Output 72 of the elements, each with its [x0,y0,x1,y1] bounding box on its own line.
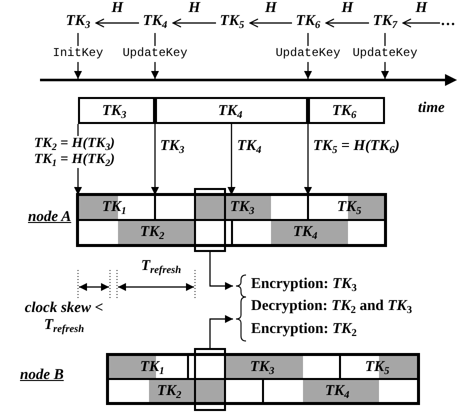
edge-label: H [112,0,124,17]
arrow [172,18,216,28]
operation-label: UpdateKey [272,46,344,62]
key-label: TK$_{7}$ [369,9,401,33]
arrow [151,62,159,79]
operation-label: InitKey [42,46,114,62]
arrow [304,124,312,195]
edge-label: H [416,0,428,17]
node-heading: node B [20,367,64,384]
key-label: TK$_{4}$ [139,9,171,33]
key-slot [340,355,418,379]
arrow [325,18,369,28]
key-label: TK$_{3}$ [230,198,254,218]
key-period-cell [78,97,155,124]
note-text: Decryption: TK$_{2}$ and TK$_{3}$ [251,298,412,315]
key-label: TK$_{3}$ [250,358,274,377]
key-label: TK$_{4}$ [325,382,350,401]
key-label: TK$_{6}$ [292,9,324,33]
connector-line [154,33,156,46]
edge-label: TK$_{5}$ = H(TK$_{6}$) [313,138,400,155]
arrow [209,315,233,348]
ellipsis-text: … [440,9,457,33]
arrow [402,18,440,28]
key-slot [188,355,340,379]
key-label: TK$_{5}$ [216,9,248,33]
key-period-cell [155,97,308,124]
key-label: TK$_{2}$ [140,223,164,243]
key-slot [108,379,263,403]
edge-label: TK$_{3}$ [160,138,184,155]
operation-label: UpdateKey [349,46,421,62]
connector-line [77,33,79,46]
edge-label: H [188,0,200,17]
arrow [95,18,139,28]
highlight-window [194,188,226,252]
arrow [74,62,82,79]
key-slot [78,195,155,220]
key-label: TK$_{2}$ [157,382,182,401]
note-text: clock skew < T$_{refresh}$ [24,300,104,334]
key-label: TK$_{1}$ [140,358,164,377]
arrow [228,124,236,195]
highlight-window [194,348,226,411]
note-text: Encryption: TK$_{3}$ [251,276,357,293]
edge-label: H [265,0,277,17]
key-slot [155,195,308,220]
edge-label: TK$_{4}$ [237,138,262,155]
key-label: TK$_{3}$ [62,9,94,33]
key-label: TK$_{6}$ [332,102,356,123]
arrow [249,18,292,28]
arrow [381,62,389,79]
connector-line [307,33,309,46]
key-label: TK$_{3}$ [102,102,126,123]
note-text: time [418,100,445,117]
key-label: TK$_{5}$ [365,358,390,377]
edge-label: H [342,0,354,17]
key-slot [232,220,385,245]
key-slot [78,220,232,245]
connector-line [384,33,386,46]
key-label: TK$_{1}$ [102,198,126,218]
arrow [151,124,159,195]
note-text: Encryption: TK$_{2}$ [251,321,357,338]
key-slot [308,195,385,220]
node-heading: node A [28,209,72,226]
note-text: T$_{refresh}$ [140,258,182,275]
key-label: TK$_{4}$ [218,102,242,123]
key-period-cell [308,97,385,124]
key-slot [263,379,418,403]
key-label: TK$_{4}$ [293,223,318,243]
key-slot [108,355,188,379]
operation-label: UpdateKey [119,46,191,62]
arrow [209,252,233,290]
key-label: TK$_{5}$ [337,198,362,218]
arrow [304,62,312,79]
